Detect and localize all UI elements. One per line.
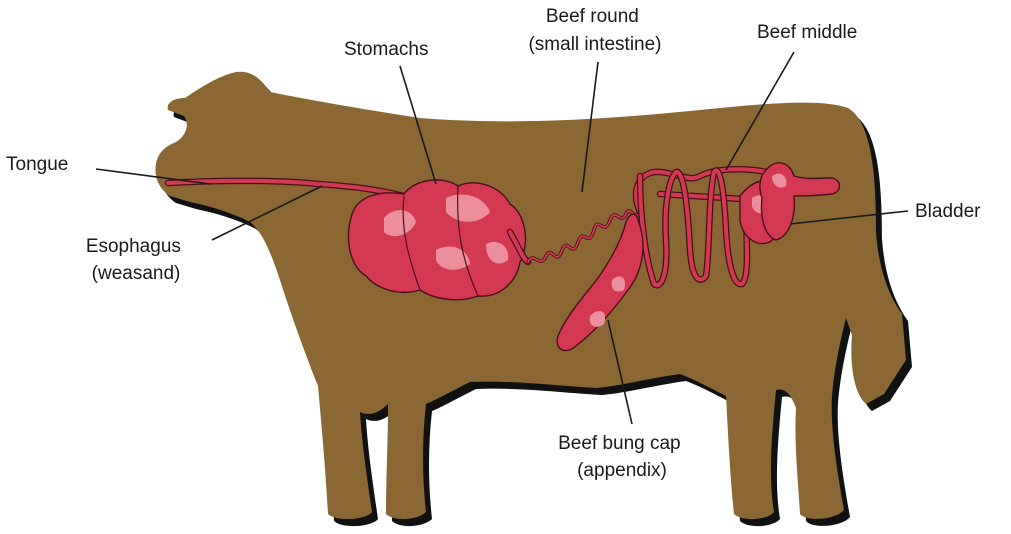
- bung-cap-label: Beef bung cap (appendix): [558, 433, 686, 481]
- stomachs-label: Stomachs: [344, 39, 428, 60]
- esophagus-label-line1: Esophagus: [86, 236, 181, 257]
- beef-round-label-line1: Beef round: [546, 6, 639, 27]
- bladder-label: Bladder: [915, 201, 981, 222]
- beef-middle-label: Beef middle: [757, 22, 857, 43]
- tongue-label: Tongue: [6, 154, 68, 175]
- beef-round-label: Beef round (small intestine): [528, 6, 661, 55]
- esophagus-label: Esophagus (weasand): [86, 236, 186, 284]
- bung-cap-label-line2: (appendix): [577, 460, 667, 481]
- beef-round-label-line2: (small intestine): [528, 34, 661, 55]
- cow-silhouette: [156, 72, 906, 519]
- esophagus-label-line2: (weasand): [92, 263, 181, 284]
- stomachs-organ: [348, 180, 525, 300]
- bung-cap-label-line1: Beef bung cap: [558, 433, 681, 454]
